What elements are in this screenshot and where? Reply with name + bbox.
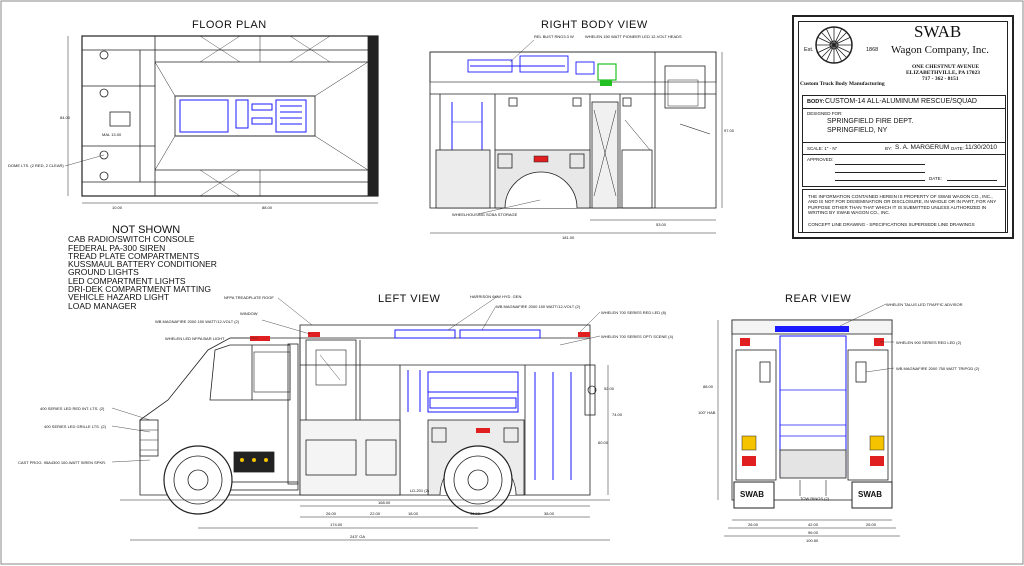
lv-dim-h1: 52.00 (604, 386, 615, 391)
left-view (120, 324, 610, 541)
date2-label: DATE: (929, 176, 942, 181)
company-name-line2: Wagon Company, Inc. (891, 44, 989, 56)
mal-dimension: MAL 13.00 (102, 132, 122, 137)
rv-dim-1: 26.00 (748, 522, 759, 527)
lv-dim-5: 36.00 (470, 511, 481, 516)
lv-400-callout: 400 SERIES LED RED INT. LTS. (2) (40, 406, 105, 411)
tagline: Custom Truck Body Manufacturing (800, 81, 885, 87)
lv-dim-body: 168.00 (378, 500, 391, 505)
rv-magnafire-callout: WB MAGNAFIRE 2000 750 WATT TRIPOD (2) (896, 366, 980, 371)
project-box: BODY: CUSTOM-14 ALL-ALUMINUM RESCUE/SQUA… (802, 95, 1006, 187)
designed-for-label: DESIGNED FOR: (807, 111, 843, 116)
est-label: Est. (804, 47, 814, 53)
body-label: BODY: (807, 99, 825, 105)
address-1: ONE CHESTNUT AVENUE (912, 64, 980, 70)
lv-dim-total: 243" OA (350, 534, 365, 539)
rear-view-title: REAR VIEW (785, 293, 852, 305)
rb-roof-callout: WHELEN 150 WATT PIONEER LED 12-VOLT HEAD… (585, 34, 682, 39)
not-shown-list: NOT SHOWN CAB RADIO/SWITCH CONSOLE FEDER… (68, 224, 217, 311)
lv-whelen-nfpa-callout: WHELEN LED NFPA BAR LIGHT (165, 336, 225, 341)
lv-nfpa-roof-callout: NFPA TREADPLATE ROOF (224, 295, 274, 300)
list-item: KUSSMAUL BATTERY CONDITIONER (68, 259, 217, 270)
date-label: DATE: (951, 146, 964, 151)
list-item: DRI-DEK COMPARTMENT MATTING (68, 284, 211, 295)
wagon-wheel-logo (815, 26, 853, 64)
designed-for-2: SPRINGFIELD, NY (827, 127, 888, 134)
rb-wheelhousing-callout: WHEELHOUSING SCBA STORAGE (452, 212, 518, 217)
lv-magnafire-callout: WB MAGNAFIRE 2000 150 WATT/12-VOLT (2) (155, 319, 240, 324)
body-value: CUSTOM-14 ALL-ALUMINUM RESCUE/SQUAD (825, 98, 977, 105)
rv-whelen900-callout: WHELEN 900 SERIES RED LED (2) (896, 340, 962, 345)
lv-whelen700-callout: WHELEN 700 SERIES RED LED (6) (601, 310, 667, 315)
lv-ld-callout: LD-201 (2) (410, 488, 430, 493)
est-year: 1868 (866, 47, 879, 53)
rv-dim-left: 88.00 (703, 384, 714, 389)
phone: 717 - 362 - 8151 (922, 76, 959, 82)
notice-box: THE INFORMATION CONTAINED HEREIN IS PROP… (802, 189, 1006, 233)
lv-dim-3: 18.00 (408, 511, 419, 516)
lv-400b-callout: 400 SERIES LED GRILLE LTS. (2) (44, 424, 106, 429)
floor-plan-dim-2: 88.00 (262, 205, 273, 210)
rv-tow-callout: TOW RINGS (2) (800, 496, 830, 501)
by-label: BY: (885, 146, 893, 151)
company-name: SWAB (914, 22, 962, 41)
dome-lights-callout: DOME LTS. (2 RED, 2 CLEAR) (8, 163, 64, 168)
rb-dim-2: 181.00 (562, 235, 575, 240)
not-shown-heading: NOT SHOWN (112, 224, 181, 236)
designed-for-1: SPRINGFIELD FIRE DEPT. (827, 118, 914, 125)
rb-dim-1: 53.00 (656, 222, 667, 227)
lv-dim-2: 22.00 (370, 511, 381, 516)
floor-plan-title: FLOOR PLAN (192, 19, 267, 31)
left-view-title: LEFT VIEW (378, 293, 441, 305)
right-body-view-title: RIGHT BODY VIEW (541, 19, 648, 31)
address-2: ELIZABETHVILLE, PA 17023 (906, 70, 981, 76)
lv-dim-wheelbase: 174.00 (330, 522, 343, 527)
list-item: CAB RADIO/SWITCH CONSOLE (68, 234, 195, 245)
rv-talus-callout: WHELEN TALUS LED TRAFFIC ADVISOR (886, 302, 963, 307)
floor-plan (67, 35, 379, 204)
rv-dim-left-2: 100" HAB (698, 410, 716, 415)
lv-dim-h2: 74.00 (612, 412, 623, 417)
rv-dim-4: 96.00 (808, 530, 819, 535)
title-block: Est. 1868 SWAB Wagon Company, Inc. ONE C… (792, 15, 1014, 239)
lv-dim-4: 38.00 (544, 511, 555, 516)
concept-text: CONCEPT LINE DRAWING - SPECIFICATIONS SU… (808, 222, 975, 227)
rv-dim-2: 42.00 (808, 522, 819, 527)
list-item: GROUND LIGHTS (68, 267, 139, 278)
right-body-view (429, 51, 723, 234)
rv-dim-5: 100.50 (806, 538, 819, 543)
rb-height-dim: 97.00 (724, 128, 735, 133)
lv-harrison-callout: HARRISON 6KW HYD. GEN. (470, 294, 523, 299)
notice-text: THE INFORMATION CONTAINED HEREIN IS PROP… (808, 194, 997, 216)
lv-window-callout: WINDOW (240, 311, 258, 316)
lv-whelen700b-callout: WHELEN 700 SERIES OPTI SCENE (4) (601, 334, 674, 339)
lv-dim-h3: 60.00 (598, 440, 609, 445)
lv-cast-callout: CAST PROG. 95A4300 100-WATT SIREN SPKR. (18, 460, 107, 465)
scale: SCALE: 1" - N" (807, 146, 838, 151)
rv-swab-left: SWAB (740, 490, 764, 499)
lv-magnafire2-callout: WB MAGNAFIRE 2000 150 WATT/12-VOLT (2) (496, 304, 581, 309)
floor-plan-dim-1: 10.00 (112, 205, 123, 210)
rv-swab-right: SWAB (858, 490, 882, 499)
floor-plan-height-dim: 84.00 (60, 115, 71, 120)
lv-dim-1: 26.00 (326, 511, 337, 516)
list-item: TREAD PLATE COMPARTMENTS (68, 250, 200, 261)
by-value: S. A. MARGERUM (895, 144, 950, 151)
list-item: LOAD MANAGER (68, 300, 137, 311)
list-item: FEDERAL PA-300 SIREN (68, 242, 166, 253)
rv-dim-3: 26.00 (866, 522, 877, 527)
rear-view (717, 319, 900, 537)
list-item: LED COMPARTMENT LIGHTS (68, 275, 186, 286)
date-value: 11/30/2010 (965, 144, 998, 151)
list-item: VEHICLE HAZARD LIGHT (68, 292, 170, 303)
rb-roof-callout-2: REL BUST RNG3.3 W (534, 34, 574, 39)
approved-label: APPROVED: (807, 157, 834, 162)
